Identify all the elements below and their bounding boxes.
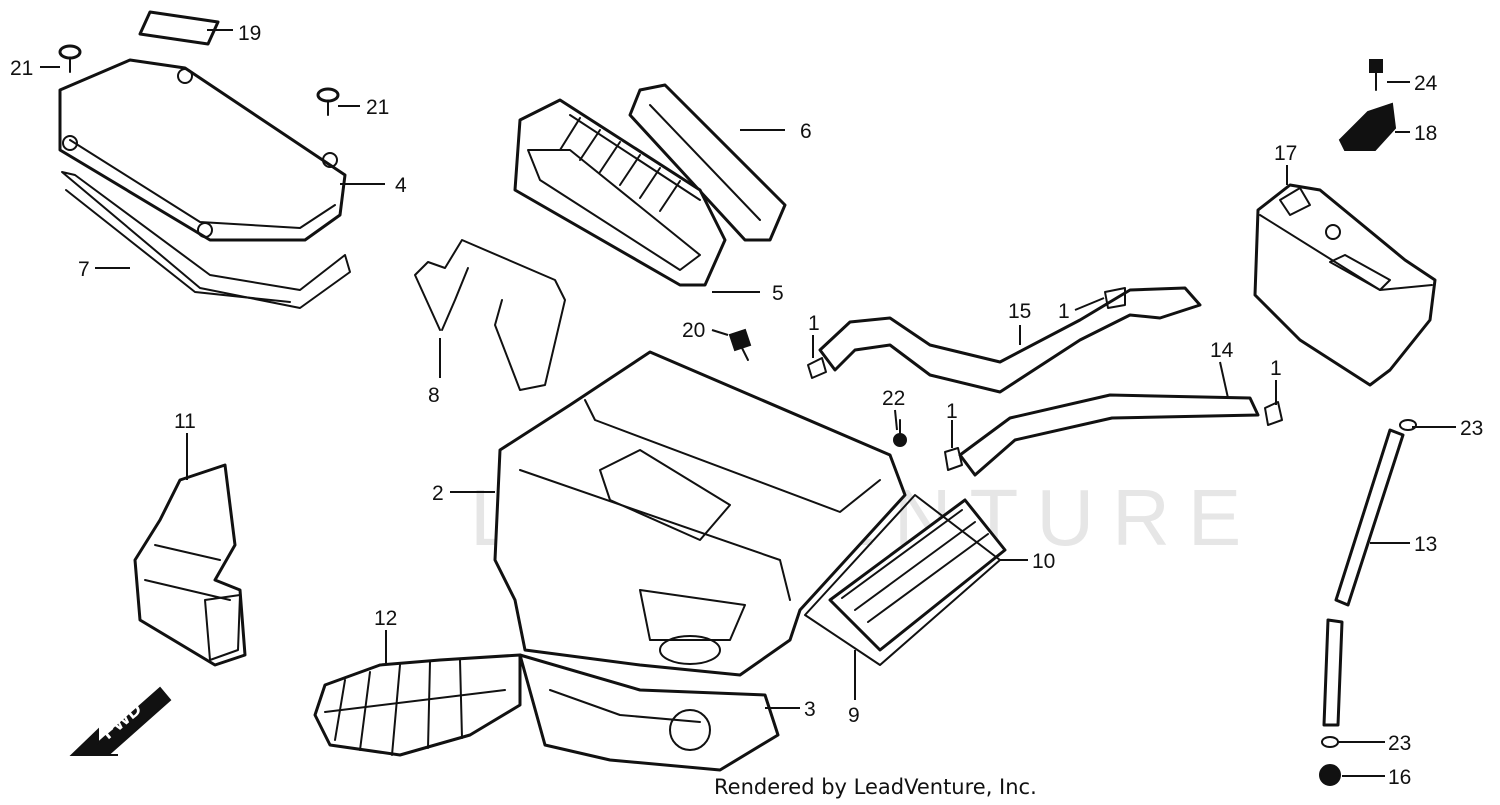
part-21-screw-left[interactable]	[58, 44, 82, 73]
callout-20: 20	[682, 319, 705, 342]
part-10-screen[interactable]	[828, 498, 1007, 652]
part-19-label-sticker[interactable]	[138, 10, 220, 46]
part-20-bolt[interactable]	[728, 328, 752, 361]
callout-6: 6	[800, 120, 812, 143]
part-14-drain-hose[interactable]	[958, 393, 1260, 477]
callout-18: 18	[1414, 122, 1437, 145]
callout-3: 3	[804, 698, 816, 721]
part-3-case-bottom[interactable]	[518, 653, 780, 772]
callout-7: 7	[78, 258, 90, 281]
footer-credit: Rendered by LeadVenture, Inc.	[714, 775, 1037, 799]
fwd-arrow-icon: FWD	[69, 686, 172, 756]
callout-22: 22	[882, 387, 905, 410]
callout-5: 5	[772, 282, 784, 305]
callout-1-d: 1	[1270, 357, 1282, 380]
callout-14: 14	[1210, 339, 1234, 362]
callout-10: 10	[1032, 550, 1055, 573]
part-22-bolt[interactable]	[893, 419, 907, 447]
part-1-clip-d[interactable]	[1264, 401, 1283, 426]
callout-23-upper: 23	[1460, 417, 1483, 440]
leader-lines	[40, 29, 1456, 777]
callout-17: 17	[1274, 142, 1297, 165]
part-24-bolt[interactable]	[1369, 59, 1383, 91]
part-21-screw-right[interactable]	[316, 87, 340, 116]
callout-19: 19	[238, 22, 261, 45]
part-2-cleaner-case[interactable]	[493, 350, 907, 677]
part-23-clamp-lower[interactable]	[1321, 736, 1339, 748]
callout-24: 24	[1414, 72, 1438, 95]
callout-16: 16	[1388, 766, 1411, 789]
part-17-drain-tank[interactable]	[1253, 183, 1437, 387]
part-7-cover-gasket[interactable]	[61, 171, 351, 309]
callout-15: 15	[1008, 300, 1031, 323]
part-15-breather-hose[interactable]	[818, 286, 1202, 394]
part-6-element-frame[interactable]	[628, 83, 787, 242]
callout-13: 13	[1414, 533, 1437, 556]
part-8-retainer-spring[interactable]	[414, 239, 566, 391]
callout-23-lower: 23	[1388, 732, 1411, 755]
callout-21-left: 21	[10, 57, 33, 80]
part-18-bracket[interactable]	[1338, 102, 1397, 151]
callout-2: 2	[432, 482, 444, 505]
part-5-filter-element[interactable]	[513, 98, 727, 287]
callout-1-a: 1	[808, 312, 820, 335]
part-23-clamp-upper[interactable]	[1399, 419, 1417, 431]
callout-12: 12	[374, 607, 397, 630]
callout-1-b: 1	[1058, 300, 1070, 323]
part-1-clip-b[interactable]	[1104, 287, 1126, 309]
callout-11: 11	[174, 410, 196, 433]
part-1-clip-c[interactable]	[944, 447, 963, 471]
callout-4: 4	[395, 174, 407, 197]
callout-8: 8	[428, 384, 440, 407]
callout-9: 9	[848, 704, 860, 727]
part-12-connecting-tube[interactable]	[313, 653, 522, 757]
part-11-intake-duct[interactable]	[133, 463, 247, 667]
part-1-clip-a[interactable]	[807, 357, 827, 379]
callout-21-right: 21	[366, 96, 389, 119]
callout-1-c: 1	[946, 400, 958, 423]
callout-numbers: 19 21 21 4 7 6 5 8 20 1 22 1 15 1 14 1 1…	[10, 22, 1483, 789]
part-13-tube[interactable]	[1322, 428, 1405, 727]
part-16-plug[interactable]	[1319, 764, 1341, 786]
part-4-cleaner-cover[interactable]	[58, 58, 347, 242]
